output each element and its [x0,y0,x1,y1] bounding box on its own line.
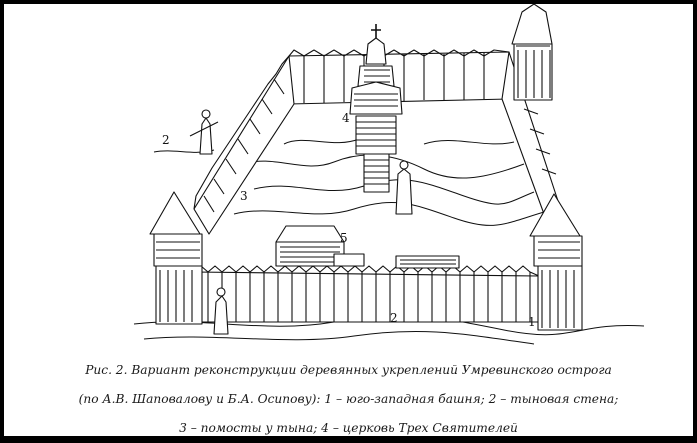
tower-sw [149,191,203,325]
tower-se [529,193,583,331]
caption-line-1: Рис. 2. Вариант реконструкции деревянных… [85,363,612,377]
label-extra-2: 2 [162,133,170,147]
hut-building [275,225,460,269]
label-tower-sw: 1 [528,315,536,329]
human-figures [189,109,413,335]
front-palisade [193,265,540,323]
caption-line-3: 3 – помосты у тына; 4 – церковь Трех Свя… [179,421,518,435]
label-walkways: 3 [240,189,248,203]
fort-illustration: 2 3 4 5 2 1 [133,4,645,345]
label-extra-5: 5 [340,231,348,245]
left-wall [193,55,295,235]
church [349,24,403,193]
figure-caption: Рис. 2. Вариант реконструкции деревянных… [4,356,693,443]
label-church: 4 [342,111,350,125]
caption-line-2: (по А.В. Шаповалову и Б.А. Осипову): 1 –… [78,392,619,406]
figure-frame: 2 3 4 5 2 1 Рис. 2. Вариант реконструкци… [4,4,693,436]
tower-ne [511,4,553,101]
label-palisade-wall: 2 [390,311,398,325]
